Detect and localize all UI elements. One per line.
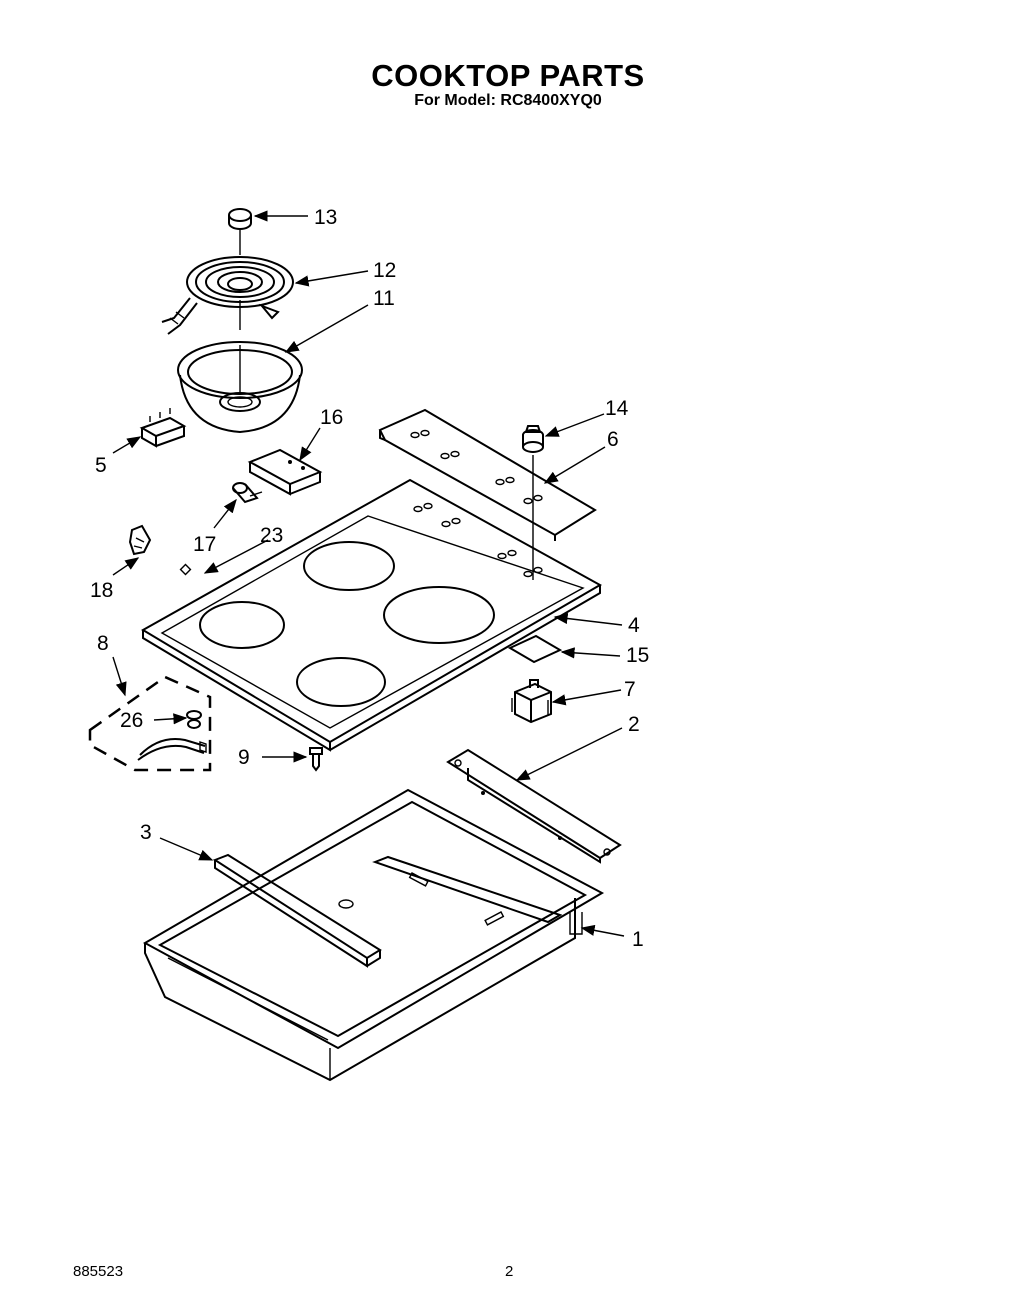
part-12-surface-element: [161, 256, 294, 335]
callout-2: 2: [628, 713, 640, 736]
part-17-sensor: [232, 482, 263, 504]
page-title: COOKTOP PARTS: [371, 58, 645, 93]
document-number: 885523: [73, 1263, 124, 1280]
part-15-plate: [507, 634, 563, 664]
part-16-bracket: [247, 448, 323, 496]
callout-labels: 13 12 11 16 14 6 5 17 23 18 4 8 15 7 26 …: [90, 206, 649, 951]
part-2-bracket: [446, 748, 622, 864]
callout-9: 9: [238, 746, 250, 769]
callout-8: 8: [97, 632, 109, 655]
callout-14: 14: [605, 397, 629, 420]
part-18-switch: [128, 524, 152, 556]
leader-lines: [112, 210, 625, 937]
callout-4: 4: [628, 614, 640, 637]
part-23-fastener: [179, 563, 192, 576]
part-4-cooktop-top: [141, 478, 603, 752]
callout-6: 6: [607, 428, 619, 451]
page-number: 2: [505, 1263, 514, 1280]
part-14-knob: [522, 425, 544, 580]
part-26-screw: [186, 710, 202, 729]
model-subtitle: For Model: RC8400XYQ0: [414, 92, 602, 109]
part-5-terminal-block: [139, 408, 187, 448]
callout-26: 26: [120, 709, 143, 732]
callout-18: 18: [90, 579, 113, 602]
part-6-control-panel: [378, 408, 597, 541]
callout-1: 1: [632, 928, 644, 951]
part-7-infinite-switch: [511, 679, 552, 724]
part-11-drip-bowl: [177, 341, 303, 434]
callout-3: 3: [140, 821, 152, 844]
callout-12: 12: [373, 259, 396, 282]
callout-17: 17: [193, 533, 216, 556]
callout-5: 5: [95, 454, 107, 477]
panel-holes: [410, 429, 543, 505]
part-8-wiring-kit: [88, 675, 212, 772]
part-13-cap: [228, 208, 252, 255]
callout-13: 13: [314, 206, 337, 229]
callout-7: 7: [624, 678, 636, 701]
callout-11: 11: [373, 287, 395, 310]
callout-16: 16: [320, 406, 343, 429]
part-9-screw: [309, 747, 323, 772]
top-control-holes: [413, 502, 543, 578]
callout-23: 23: [260, 524, 283, 547]
callout-15: 15: [626, 644, 649, 667]
part-1-burner-box: [142, 788, 605, 1082]
